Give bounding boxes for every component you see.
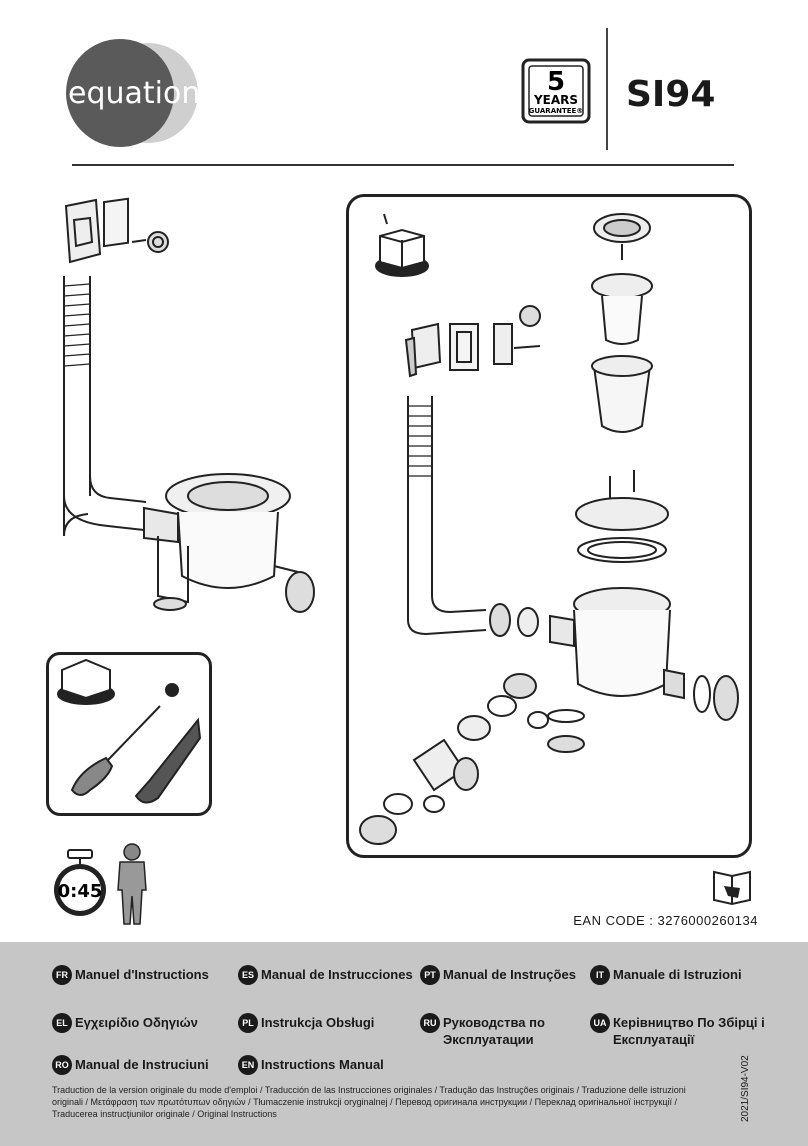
- header-rule: [72, 164, 734, 166]
- lang-label: Руководства по Эксплуатации: [443, 1015, 545, 1047]
- lang-code: IT: [590, 965, 610, 985]
- model-number: SI94: [626, 74, 716, 115]
- stopwatch-icon: 0:45: [54, 849, 106, 916]
- lang-label: Manual de Instrucciones: [261, 967, 413, 982]
- screwdriver-icon: [70, 705, 161, 796]
- language-footer: FR Manuel d'Instructions ES Manual de In…: [0, 942, 808, 1146]
- lang-ro: RO Manual de Instruciuni: [52, 1055, 209, 1075]
- stopwatch-time: 0:45: [58, 881, 103, 902]
- lang-label: Manuel d'Instructions: [75, 967, 209, 982]
- lang-pt: PT Manual de Instruções: [420, 965, 576, 985]
- lang-fr: FR Manuel d'Instructions: [52, 965, 209, 985]
- lang-code: ES: [238, 965, 258, 985]
- lang-code: EN: [238, 1055, 258, 1075]
- tools-required-panel: [46, 652, 212, 816]
- lang-label: Керівництво По Збірці і Експлуатації: [613, 1015, 765, 1047]
- lang-label: Manuale di Istruzioni: [613, 967, 742, 982]
- lang-code: RU: [420, 1013, 440, 1033]
- utility-knife-icon: [134, 717, 202, 804]
- doc-code-holder: 2021/SI94-V02: [740, 1036, 756, 1122]
- lang-code: UA: [590, 1013, 610, 1033]
- lang-pl: PL Instrukcja Obsługi: [238, 1013, 375, 1033]
- lang-code: RO: [52, 1055, 72, 1075]
- kit-contents-panel: [346, 194, 752, 858]
- person-icon: [117, 843, 147, 925]
- guarantee-unit: YEARS: [533, 93, 578, 107]
- lang-label: Instructions Manual: [261, 1057, 384, 1072]
- tools-illustration: [57, 658, 202, 804]
- lang-code: PL: [238, 1013, 258, 1033]
- lang-label: Manual de Instruciuni: [75, 1057, 209, 1072]
- translation-note: Traduction de la version originale du mo…: [52, 1085, 686, 1119]
- lang-code: FR: [52, 965, 72, 985]
- header-divider: [606, 28, 608, 150]
- lang-el: EL Εγχειρίδιο Οδηγιών: [52, 1013, 198, 1033]
- lang-ru: RU Руководства по Эксплуатации: [420, 1013, 570, 1048]
- lang-label: Εγχειρίδιο Οδηγιών: [75, 1015, 198, 1030]
- lang-en: EN Instructions Manual: [238, 1055, 384, 1075]
- read-manual-icon: [713, 870, 751, 906]
- guarantee-badge: 5 YEARS GUARANTEE®: [521, 58, 591, 124]
- equation-logo: [66, 39, 198, 147]
- lang-code: PT: [420, 965, 440, 985]
- lang-it: IT Manuale di Istruzioni: [590, 965, 742, 985]
- brand-name: equation: [68, 76, 201, 111]
- ean-code: EAN CODE : 3276000260134: [573, 913, 758, 928]
- lang-code: EL: [52, 1013, 72, 1033]
- assembled-sink-drain-illustration: [63, 197, 315, 613]
- kit-contents-illustration: [359, 213, 739, 845]
- document-code: 2021/SI94-V02: [740, 1055, 751, 1122]
- lang-label: Instrukcja Obsługi: [261, 1015, 375, 1030]
- lang-label: Manual de Instruções: [443, 967, 576, 982]
- guarantee-label: GUARANTEE®: [529, 107, 584, 115]
- lang-ua: UA Керівництво По Збірці і Експлуатації: [590, 1013, 770, 1048]
- lang-es: ES Manual de Instrucciones: [238, 965, 413, 985]
- guarantee-number: 5: [547, 67, 565, 97]
